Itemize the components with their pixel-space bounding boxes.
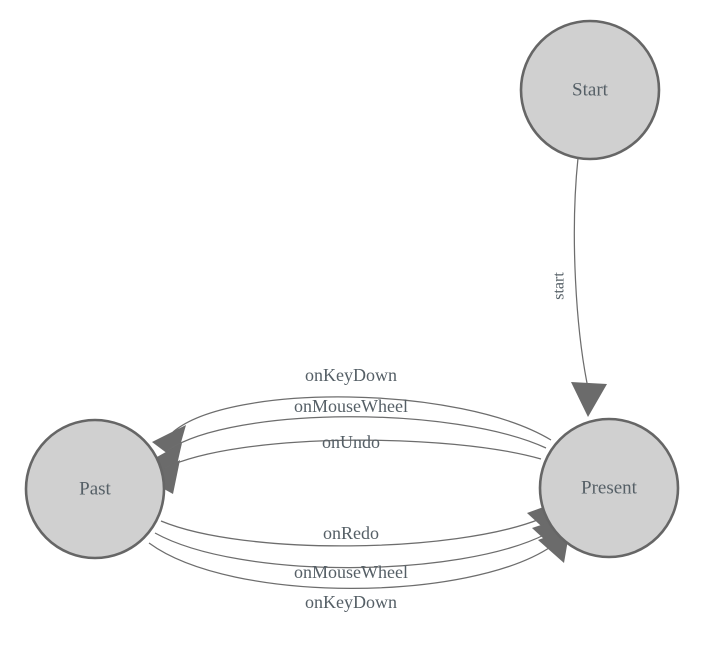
edge-path [160,518,541,547]
edge-path [164,439,542,469]
edge-start-to-present[interactable]: start [551,157,607,417]
edge-label-onmousewheel-top: onMouseWheel [294,396,408,416]
edge-label-onredo: onRedo [323,523,379,543]
edge-path [148,542,553,589]
edge-label-onkeydown-bottom: onKeyDown [305,592,397,612]
node-circle [538,417,680,559]
edge-path [154,532,547,569]
node-label-present: Present [581,477,638,498]
node-past[interactable]: Past [24,418,166,560]
edge-label-start: start [551,272,568,300]
node-present[interactable]: Present [538,417,680,559]
edge-label-onmousewheel-bottom: onMouseWheel [294,562,408,582]
edge-path [167,416,547,451]
node-label-start: Start [572,79,609,100]
edge-past-to-present-onredo[interactable]: onRedo [160,501,560,547]
node-start[interactable]: Start [519,19,661,161]
edge-layer: start onKeyDown onMouseWheel onUndo [146,157,607,612]
node-circle [24,418,166,560]
edge-present-to-past-onundo[interactable]: onUndo [146,432,542,494]
edge-path [172,396,552,441]
edge-label-onundo: onUndo [322,432,380,452]
edge-label-onkeydown-top: onKeyDown [305,365,397,385]
node-layer: Start Past Present [24,19,680,560]
arrowhead-icon [571,382,607,417]
node-circle [519,19,661,161]
edge-path [573,157,589,389]
node-label-past: Past [79,478,111,499]
